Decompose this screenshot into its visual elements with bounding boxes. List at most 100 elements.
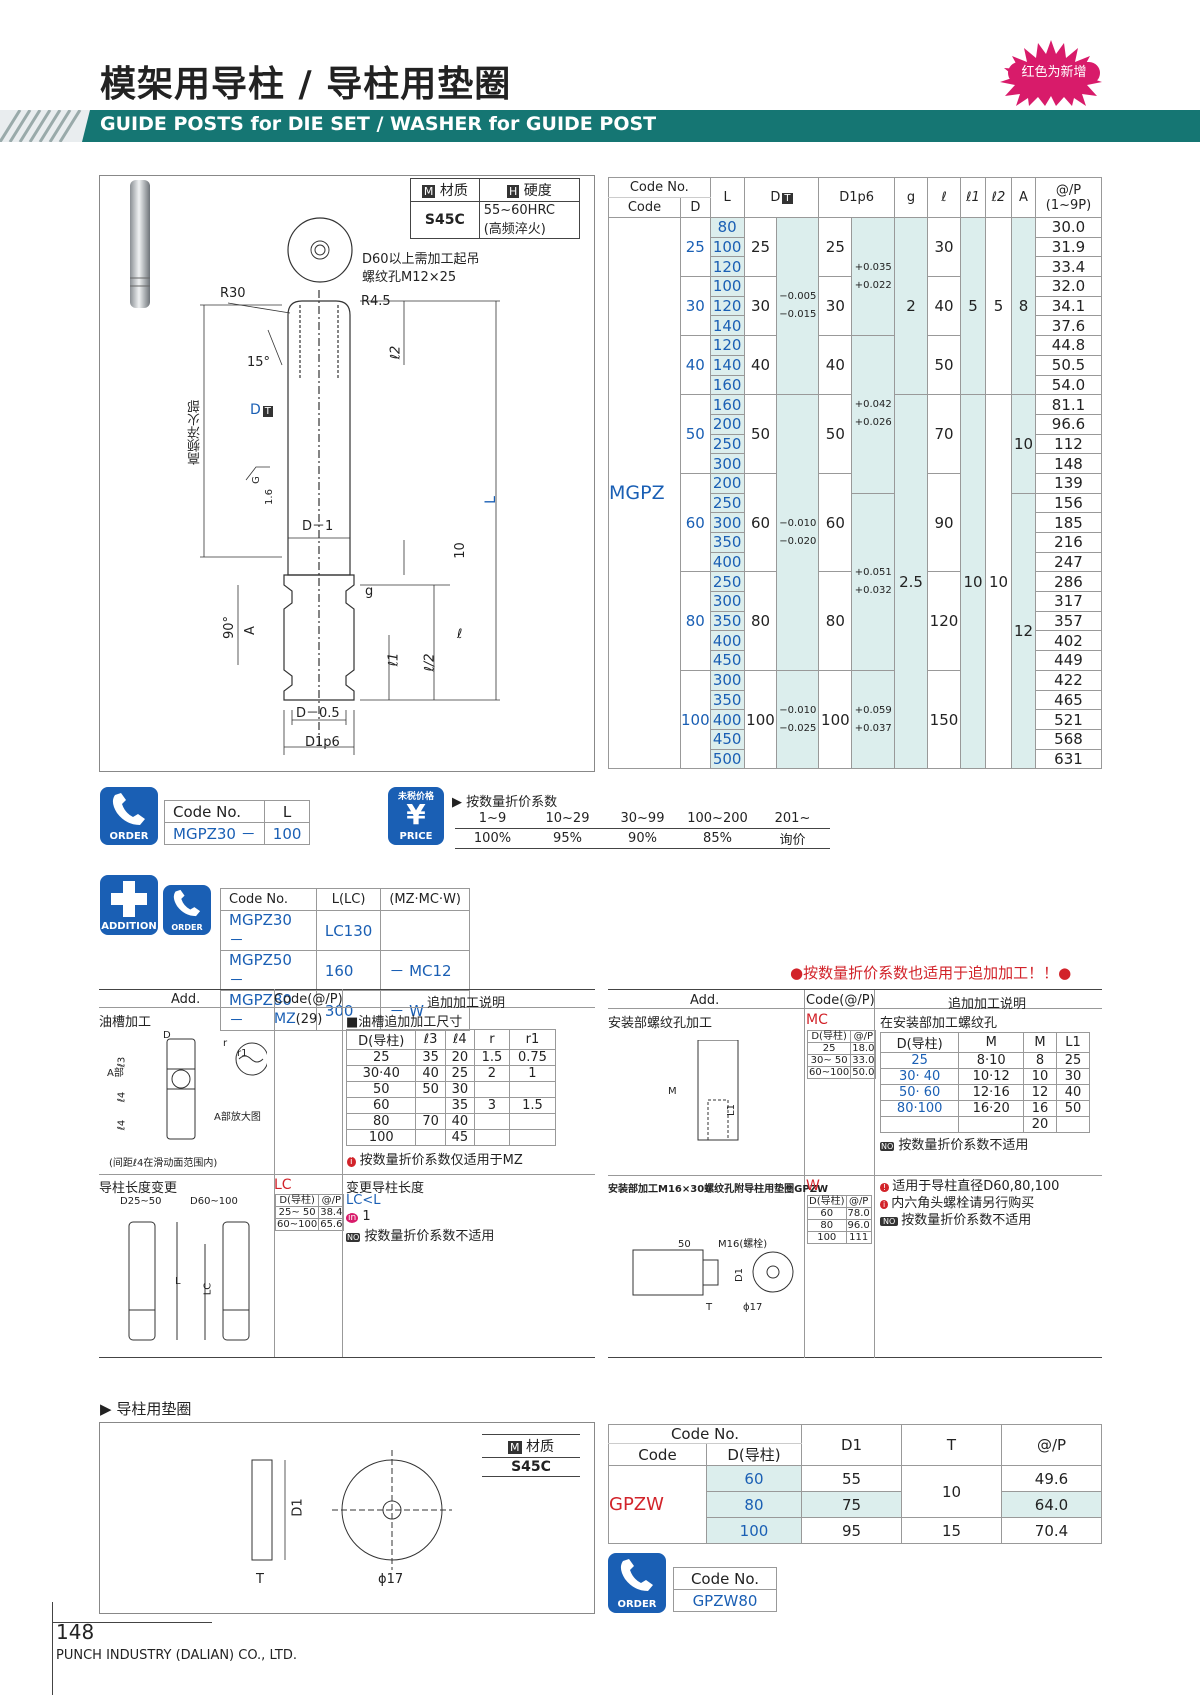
roughness-value: 1.6 [263, 489, 275, 505]
lc-note: 按数量折价系数不适用 [364, 1229, 495, 1244]
cell-D1: 30 [818, 276, 853, 337]
qty-range: 30~99 [605, 810, 680, 829]
col-l: ℓ [927, 177, 961, 218]
qty-range: 10~29 [530, 810, 605, 829]
mz-cell [508, 1113, 557, 1130]
oil-groove-drawing [166, 1038, 267, 1140]
cell-D1: 100 [818, 669, 853, 770]
price-col-header: D(导柱) [806, 1030, 852, 1043]
cell-price: 156 [1035, 492, 1102, 514]
add-row-lc: 160 [315, 950, 382, 991]
mc-cell: 16 [1023, 1100, 1057, 1117]
discount-rate: 询价 [755, 828, 830, 849]
order-example-table: Code No.L MGPZ30 －100 [164, 800, 311, 845]
washer-material: S45C [482, 1457, 580, 1477]
l2-dim-label: ℓ2 [388, 345, 404, 360]
mc-cell: 30· 40 [879, 1068, 960, 1085]
discount-rate: 100% [455, 828, 530, 849]
page-subtitle: GUIDE POSTS for DIE SET / WASHER for GUI… [100, 113, 657, 135]
qty-range: 201~ [755, 810, 830, 829]
mz-code: MZ [274, 1011, 296, 1027]
mz-title: ■油槽追加加工尺寸 [346, 1015, 463, 1030]
cell-Dt: 25 [743, 216, 778, 278]
add-h-opt: (MZ·MC·W) [380, 888, 470, 911]
add-left-h-add: Add. [171, 992, 201, 1007]
col-price-qty: (1~9P) [1045, 197, 1092, 213]
mz-cell: 2 [473, 1065, 510, 1082]
mc-name: 安装部螺纹孔加工 [608, 1016, 713, 1031]
mc-cell: 40 [1055, 1084, 1091, 1101]
cell-L: 350 [709, 689, 745, 711]
d-dim-label: D [250, 402, 261, 418]
company-name: PUNCH INDUSTRY (DALIAN) CO., LTD. [56, 1648, 297, 1663]
cell-Dt: 100 [743, 669, 778, 770]
addition-order-icon: ORDER [163, 885, 211, 935]
col-D-code: D [680, 197, 711, 218]
w-t-label: T [706, 1302, 713, 1313]
cell-price: 44.8 [1035, 335, 1102, 356]
cell-L: 120 [709, 256, 745, 278]
cell-l: 90 [927, 472, 961, 573]
washer-m-icon: M [508, 1441, 522, 1454]
addition-icon: ADDITION [100, 875, 158, 935]
cell-L: 300 [709, 669, 745, 691]
cell-A: 10 [1011, 394, 1036, 494]
mc-note: 按数量折价系数不适用 [898, 1138, 1029, 1153]
tol-D-lower: −0.020 [779, 535, 817, 547]
mz-cell [473, 1129, 510, 1146]
cell-L: 400 [709, 551, 745, 573]
cell-price: 521 [1035, 709, 1102, 730]
mz-cell: 25 [444, 1065, 475, 1082]
cell-price: 37.6 [1035, 315, 1102, 337]
add-row-opt [380, 910, 470, 951]
cell-price: 34.1 [1035, 295, 1102, 317]
material-value: S45C [410, 201, 480, 239]
w-d1-label: D1 [734, 1267, 746, 1283]
mz-cell: 1.5 [473, 1049, 510, 1066]
angle90-label: 90° [222, 615, 238, 640]
lc-d2: D60~100 [190, 1196, 238, 1207]
cell-price: 31.9 [1035, 236, 1102, 258]
mz-note: 按数量折价系数仅适用于MZ [359, 1153, 523, 1168]
mz-r1-label: r1 [237, 1048, 248, 1059]
col-g: g [894, 177, 928, 218]
cell-L: 450 [709, 650, 745, 671]
series-code: MGPZ [608, 216, 681, 770]
add-row-lc: 300 [315, 990, 382, 1031]
price-title: 按数量折价系数 [466, 795, 558, 810]
tol-D: −0.010−0.025 [776, 669, 820, 770]
new-badge: 红色为新增 [1008, 62, 1100, 84]
cell-l: 120 [927, 571, 961, 671]
cell-A: 12 [1011, 492, 1036, 770]
order-h-code: Code No. [164, 800, 265, 823]
order-code: MGPZ30 [173, 825, 236, 843]
lift-hole-note: D60以上需加工起吊 [362, 252, 480, 267]
w-r2-p: 70.4 [1001, 1517, 1102, 1544]
tol-D1-upper: +0.059 [854, 704, 892, 716]
cell-L: 250 [709, 571, 745, 593]
price-cell: 60~100 [806, 1066, 852, 1079]
cell-L: 100 [709, 276, 745, 297]
cell-l: 40 [927, 276, 961, 337]
mc-cell: 8·10 [958, 1052, 1024, 1069]
washer-material-table: M 材质 S45C [482, 1434, 580, 1477]
cell-price: 185 [1035, 512, 1102, 533]
guide-post-drawing [200, 290, 500, 755]
mc-cell: 12 [1023, 1084, 1057, 1101]
mc-col-header: M [958, 1032, 1024, 1053]
mz-l3-label: ℓ3 [116, 1056, 128, 1068]
lc-lc-label: LC [202, 1282, 214, 1296]
